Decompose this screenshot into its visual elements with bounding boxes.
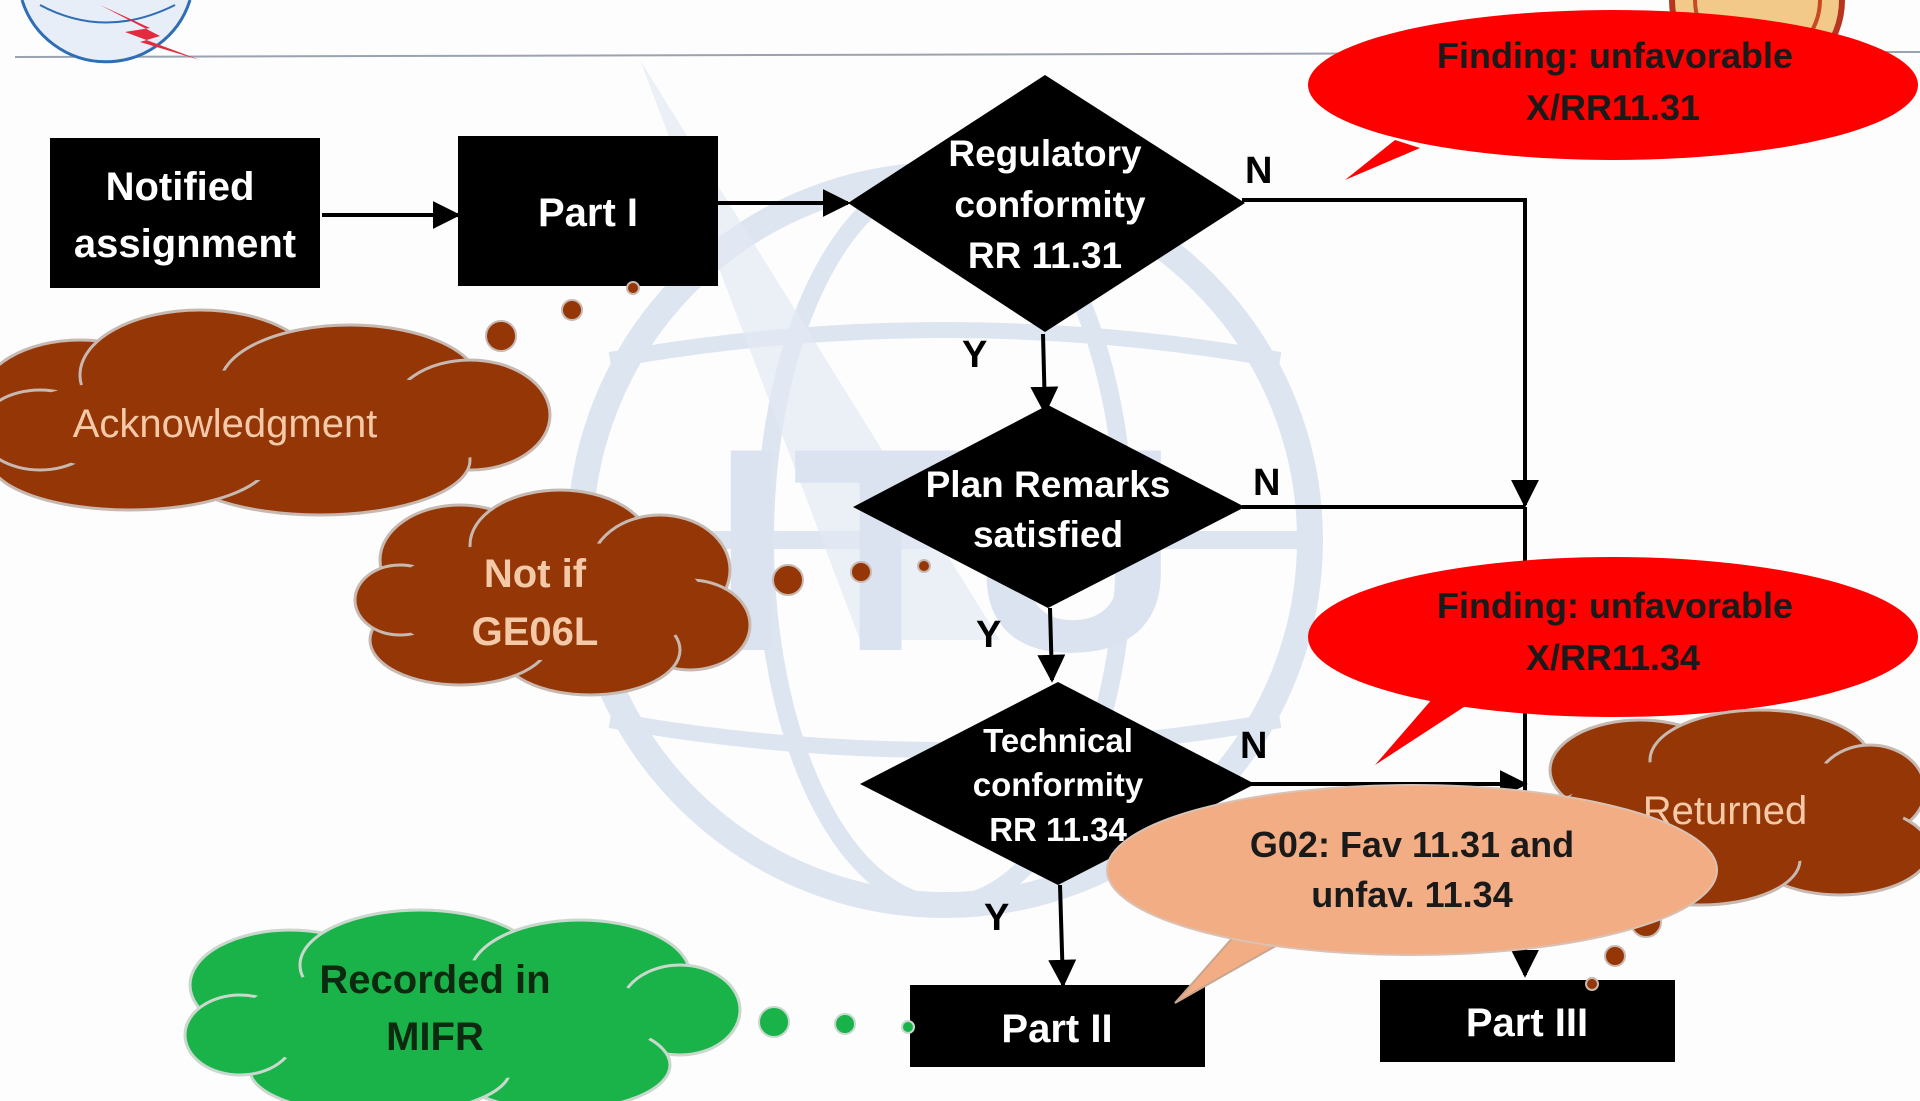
finding-1131-line-1: Finding: unfavorable xyxy=(1437,35,1793,76)
g02-line-2: unfav. 11.34 xyxy=(1311,874,1512,915)
itu-logo-icon xyxy=(20,0,200,64)
regulatory-line-2: conformity xyxy=(954,184,1146,225)
technical-line-1: Technical xyxy=(983,722,1133,759)
part-3-label: Part III xyxy=(1466,1001,1588,1045)
not-if-line-2: GE06L xyxy=(472,610,599,654)
notified-line-1: Notified xyxy=(106,165,255,209)
recorded-line-2: MIFR xyxy=(386,1015,484,1059)
thought-dots-acknowledgment xyxy=(485,281,640,352)
technical-line-2: conformity xyxy=(973,766,1144,803)
technical-line-3: RR 11.34 xyxy=(989,811,1127,848)
g02-line-1: G02: Fav 11.31 and xyxy=(1250,824,1574,865)
finding-1131-line-2: X/RR11.31 xyxy=(1526,87,1700,128)
recorded-line-1: Recorded in xyxy=(319,958,550,1002)
plan-no-label: N xyxy=(1253,462,1280,504)
notified-line-2: assignment xyxy=(74,222,296,266)
decision-plan-remarks: Plan Remarks satisfied xyxy=(853,405,1245,608)
regulatory-no-label: N xyxy=(1245,150,1272,192)
box-notified-assignment: Notified assignment xyxy=(50,138,320,288)
regulatory-line-1: Regulatory xyxy=(948,133,1142,174)
plan-line-2: satisfied xyxy=(973,514,1123,555)
not-if-line-1: Not if xyxy=(484,552,587,596)
technical-yes-label: Y xyxy=(984,897,1009,939)
plan-line-1: Plan Remarks xyxy=(926,464,1171,505)
finding-1134-line-2: X/RR11.34 xyxy=(1526,637,1700,678)
part-1-label: Part I xyxy=(538,191,638,235)
decision-regulatory: Regulatory conformity RR 11.31 xyxy=(848,75,1245,332)
technical-no-label: N xyxy=(1240,725,1267,767)
plan-yes-label: Y xyxy=(976,614,1001,656)
thought-dots-recorded xyxy=(758,1006,915,1038)
finding-1134-line-1: Finding: unfavorable xyxy=(1437,585,1793,626)
thought-dots-not-if xyxy=(772,559,931,596)
cloud-acknowledgment: Acknowledgment xyxy=(0,308,552,517)
callout-finding-1131: Finding: unfavorable X/RR11.31 xyxy=(1308,10,1918,180)
callout-g02: G02: Fav 11.31 and unfav. 11.34 xyxy=(1106,784,1718,1004)
acknowledgment-text: Acknowledgment xyxy=(73,402,378,446)
cloud-recorded: Recorded in MIFR xyxy=(183,908,742,1101)
regulatory-yes-label: Y xyxy=(962,334,987,376)
box-part-2: Part II xyxy=(910,985,1205,1067)
cloud-not-if: Not if GE06L xyxy=(353,488,752,697)
part-2-label: Part II xyxy=(1001,1007,1112,1051)
box-part-1: Part I xyxy=(458,136,718,286)
callout-finding-1134: Finding: unfavorable X/RR11.34 xyxy=(1308,557,1918,765)
box-part-3: Part III xyxy=(1380,980,1675,1062)
regulatory-line-3: RR 11.31 xyxy=(968,235,1122,276)
